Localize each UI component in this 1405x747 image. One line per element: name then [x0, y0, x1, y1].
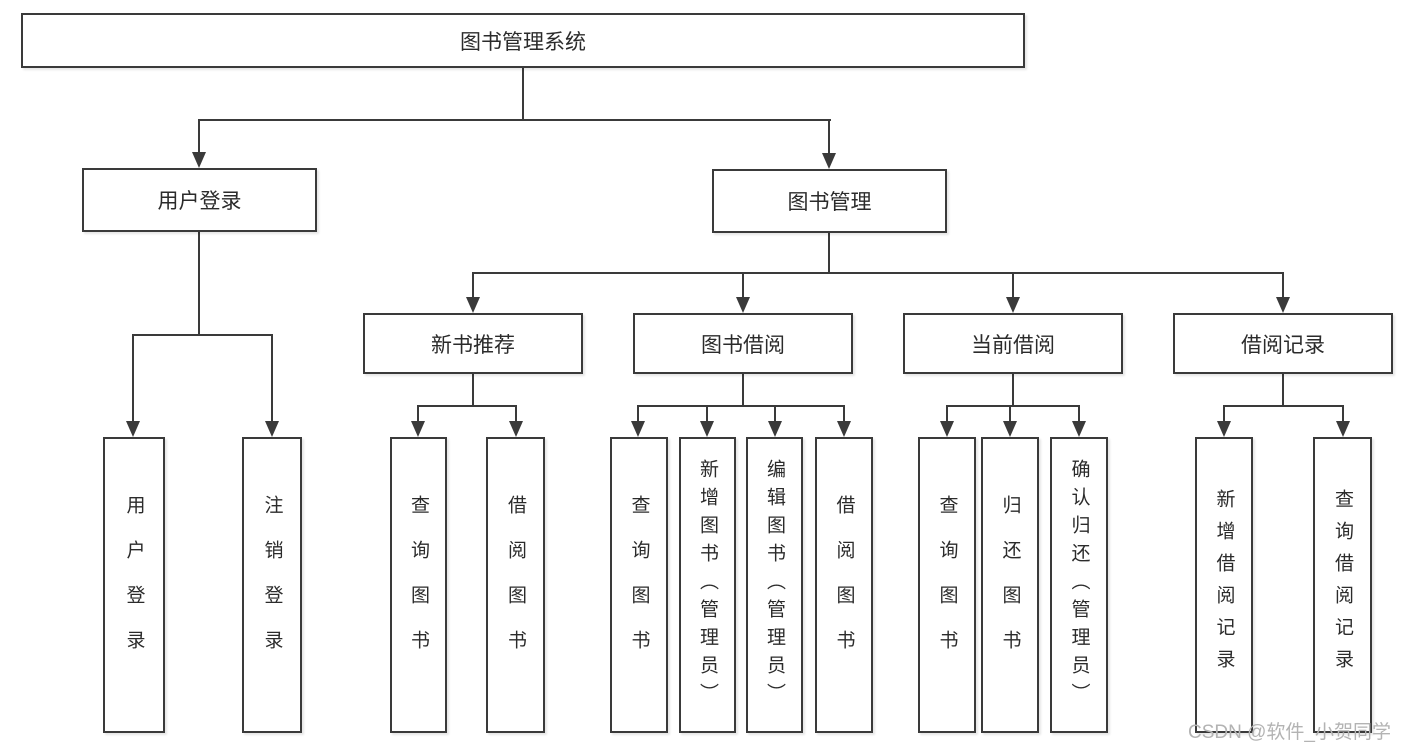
leaf-label: 查询图书: [408, 495, 429, 675]
leaf-borrow-borrow-books: 借阅图书: [815, 437, 873, 733]
leaf-label: 查询图书: [628, 495, 650, 675]
node-label: 新书推荐: [431, 333, 515, 357]
leaf-current-confirm-return-admin: 确认归还（管理员）: [1050, 437, 1108, 733]
connector-userlogin-right-drop: [271, 334, 273, 421]
connector-userlogin-left-drop: [132, 334, 134, 421]
arrow-down-icon: [631, 421, 645, 437]
arrow-down-icon: [700, 421, 714, 437]
leaf-label: 编辑图书（管理员）: [764, 459, 785, 711]
leaf-newbook-query-books: 查询图书: [390, 437, 447, 733]
leaf-current-return-books: 归还图书: [981, 437, 1039, 733]
connector-bookmgmt-drop-3: [1012, 272, 1014, 297]
leaf-user-login: 用户登录: [103, 437, 165, 733]
connector-borrow-drop-4: [843, 405, 845, 421]
leaf-label: 归还图书: [999, 495, 1021, 675]
leaf-label: 新增图书（管理员）: [697, 459, 718, 711]
arrow-down-icon: [192, 152, 206, 168]
leaf-newbook-borrow-books: 借阅图书: [486, 437, 545, 733]
csdn-watermark: CSDN @软件_小贺同学: [1188, 722, 1391, 743]
leaf-borrow-query-books: 查询图书: [610, 437, 668, 733]
node-label: 借阅记录: [1241, 333, 1325, 357]
node-label: 当前借阅: [971, 333, 1055, 357]
arrow-down-icon: [466, 297, 480, 313]
connector-newbook-crossbar: [417, 405, 517, 407]
arrow-down-icon: [126, 421, 140, 437]
leaf-borrow-edit-books-admin: 编辑图书（管理员）: [746, 437, 803, 733]
node-user-login: 用户登录: [82, 168, 317, 232]
leaf-label: 查询图书: [936, 495, 958, 675]
arrow-down-icon: [411, 421, 425, 437]
connector-newbook-drop-2: [515, 405, 517, 421]
arrow-down-icon: [768, 421, 782, 437]
leaf-label: 查询借阅记录: [1332, 489, 1353, 681]
connector-borrow-drop-3: [774, 405, 776, 421]
connector-root-crossbar: [198, 119, 831, 121]
connector-userlogin-stem: [198, 232, 200, 336]
connector-current-drop-2: [1009, 405, 1011, 421]
connector-userlogin-crossbar: [132, 334, 273, 336]
leaf-record-add-borrow-record: 新增借阅记录: [1195, 437, 1253, 733]
connector-current-drop-1: [946, 405, 948, 421]
leaf-label: 借阅图书: [833, 495, 855, 675]
arrow-down-icon: [1217, 421, 1231, 437]
connector-bookmgmt-stem: [828, 233, 830, 274]
leaf-label: 确认归还（管理员）: [1068, 459, 1090, 711]
node-book-borrowing: 图书借阅: [633, 313, 853, 374]
leaf-borrow-add-books-admin: 新增图书（管理员）: [679, 437, 736, 733]
connector-record-crossbar: [1223, 405, 1344, 407]
leaf-label: 借阅图书: [505, 495, 526, 675]
node-label: 图书管理系统: [460, 30, 586, 54]
arrow-down-icon: [509, 421, 523, 437]
connector-record-stem: [1282, 374, 1284, 407]
node-book-management: 图书管理: [712, 169, 947, 233]
connector-root-stem: [522, 68, 524, 120]
leaf-logout: 注销登录: [242, 437, 302, 733]
arrow-down-icon: [822, 153, 836, 169]
connector-current-crossbar: [946, 405, 1080, 407]
connector-newbook-drop-1: [417, 405, 419, 421]
connector-bookmgmt-drop-2: [742, 272, 744, 297]
connector-record-drop-2: [1342, 405, 1344, 421]
connector-bookmgmt-drop-4: [1282, 272, 1284, 297]
node-label: 图书借阅: [701, 333, 785, 357]
node-current-borrowing: 当前借阅: [903, 313, 1123, 374]
node-new-book-recommend: 新书推荐: [363, 313, 583, 374]
arrow-down-icon: [1072, 421, 1086, 437]
leaf-current-query-books: 查询图书: [918, 437, 976, 733]
connector-bookmgmt-drop-1: [472, 272, 474, 297]
connector-borrow-drop-1: [637, 405, 639, 421]
connector-borrow-drop-2: [706, 405, 708, 421]
arrow-down-icon: [837, 421, 851, 437]
arrow-down-icon: [940, 421, 954, 437]
connector-borrow-stem: [742, 374, 744, 407]
connector-record-drop-1: [1223, 405, 1225, 421]
leaf-label: 用户登录: [123, 495, 145, 675]
node-borrowing-records: 借阅记录: [1173, 313, 1393, 374]
connector-root-left-drop: [198, 119, 200, 152]
leaf-record-query-borrow-record: 查询借阅记录: [1313, 437, 1372, 733]
node-label: 图书管理: [787, 191, 872, 214]
arrow-down-icon: [1336, 421, 1350, 437]
connector-current-stem: [1012, 374, 1014, 407]
connector-newbook-stem: [472, 374, 474, 407]
node-label: 用户登录: [157, 190, 242, 213]
arrow-down-icon: [736, 297, 750, 313]
arrow-down-icon: [1006, 297, 1020, 313]
arrow-down-icon: [265, 421, 279, 437]
connector-bookmgmt-crossbar: [472, 272, 1284, 274]
leaf-label: 新增借阅记录: [1213, 489, 1235, 681]
arrow-down-icon: [1003, 421, 1017, 437]
connector-current-drop-3: [1078, 405, 1080, 421]
arrow-down-icon: [1276, 297, 1290, 313]
connector-root-right-drop: [828, 119, 830, 153]
node-library-management-system: 图书管理系统: [21, 13, 1025, 68]
connector-borrow-crossbar: [637, 405, 845, 407]
leaf-label: 注销登录: [261, 495, 283, 675]
